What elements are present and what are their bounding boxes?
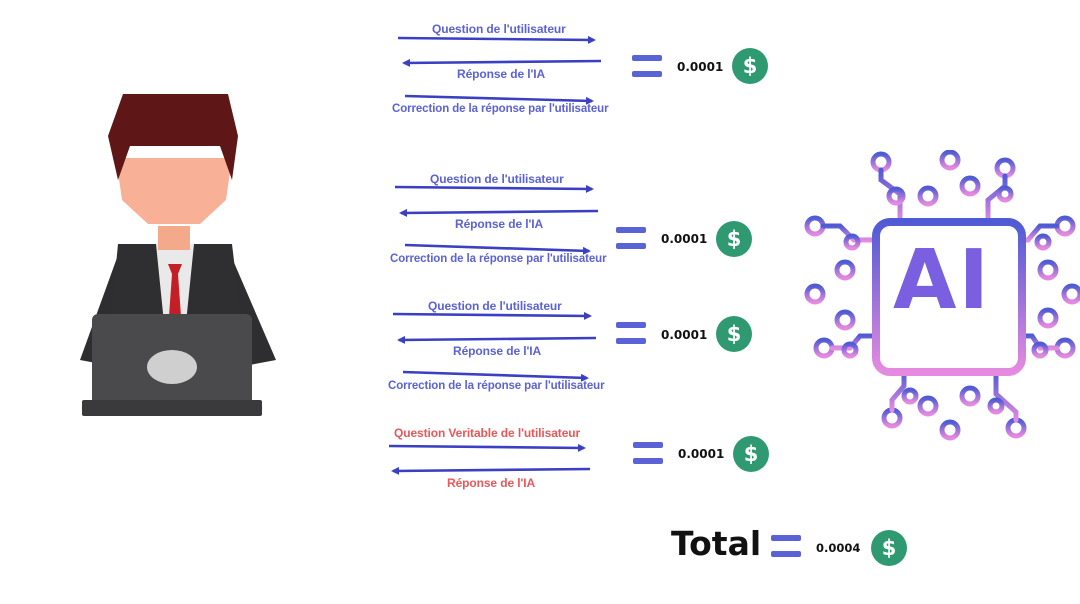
question-label-3: Question de l'utilisateur — [428, 299, 562, 313]
correction-label-1: Correction de la réponse par l'utilisate… — [392, 103, 609, 115]
question-label-1: Question de l'utilisateur — [432, 22, 566, 36]
answer-label-4: Réponse de l'IA — [447, 476, 536, 490]
ai-chip-icon — [804, 150, 1080, 441]
correction-label-2: Correction de la réponse par l'utilisate… — [390, 253, 607, 265]
answer-label-2: Réponse de l'IA — [455, 217, 544, 231]
question-label-4: Question Veritable de l'utilisateur — [394, 426, 581, 440]
amount-3: 0.0001 — [661, 328, 708, 342]
ai-chip-text: AI — [893, 233, 991, 328]
answer-label-3: Réponse de l'IA — [453, 344, 542, 358]
arrow-question-4 — [388, 443, 586, 452]
total-amount: 0.0004 — [816, 541, 861, 555]
arrow-answer-1 — [402, 58, 602, 67]
dollar-icon: $ — [732, 48, 768, 84]
person-with-laptop-icon — [80, 94, 276, 416]
dollar-icon: $ — [716, 316, 752, 352]
dollar-icon: $ — [871, 530, 907, 566]
arrow-correction-3 — [402, 370, 589, 382]
arrow-answer-2 — [399, 208, 599, 217]
arrow-answer-4 — [391, 466, 591, 475]
equals-icon — [633, 442, 663, 464]
dollar-icon: $ — [733, 436, 769, 472]
arrow-correction-1 — [404, 94, 594, 105]
equals-icon — [616, 322, 646, 344]
equals-icon — [632, 55, 662, 77]
amount-1: 0.0001 — [677, 60, 724, 74]
amount-4: 0.0001 — [678, 447, 725, 461]
dollar-icon: $ — [716, 221, 752, 257]
correction-label-3: Correction de la réponse par l'utilisate… — [388, 380, 605, 392]
arrow-question-1 — [397, 35, 596, 44]
arrow-question-3 — [392, 311, 592, 320]
arrow-correction-2 — [404, 243, 591, 255]
equals-icon — [771, 535, 801, 557]
arrow-answer-3 — [397, 335, 597, 344]
total-label: Total — [671, 524, 762, 563]
amount-2: 0.0001 — [661, 232, 708, 246]
answer-label-1: Réponse de l'IA — [457, 67, 546, 81]
equals-icon — [616, 227, 646, 249]
question-label-2: Question de l'utilisateur — [430, 172, 564, 186]
arrow-question-2 — [394, 184, 594, 193]
